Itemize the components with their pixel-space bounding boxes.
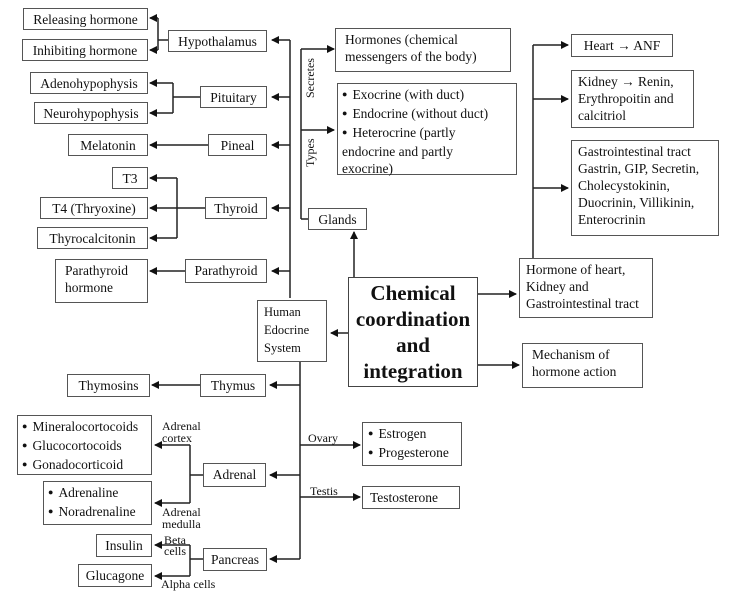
human-endocrine-box: Human Edocrine System xyxy=(257,300,327,362)
hormone-heart-kidney-git-label: Hormone of heart, Kidney and Gastrointes… xyxy=(526,262,639,311)
adrenal-medulla-item: Noradrenaline xyxy=(48,503,145,522)
adrenal-medulla-label: Adrenal medulla xyxy=(162,505,201,531)
melatonin-label: Melatonin xyxy=(80,138,136,153)
gland-type-item: Heterocrine (partly endocrine and partly… xyxy=(342,124,492,177)
human-endocrine-label: Human Edocrine System xyxy=(264,305,310,355)
gland-type-item: Endocrine (without duct) xyxy=(342,105,510,124)
ovary-product-item: Progesterone xyxy=(368,444,455,463)
ovary-products-box: Estrogen Progesterone xyxy=(362,422,462,466)
thymus-box: Thymus xyxy=(200,374,266,397)
mechanism-box: Mechanism of hormone action xyxy=(522,343,643,388)
adrenal-cortex-label: Adrenal cortex xyxy=(162,419,201,445)
ovary-label: Ovary xyxy=(308,431,338,445)
inhibiting-hormone-box: Inhibiting hormone xyxy=(22,39,148,61)
heart-anf-box: Heart → ANF xyxy=(571,34,673,57)
adrenal-label: Adrenal xyxy=(212,467,257,482)
adrenal-medulla-list: Adrenaline Noradrenaline xyxy=(48,484,145,522)
neurohypophysis-box: Neurohypophysis xyxy=(34,102,148,124)
main-title: Chemical coordination and integration xyxy=(355,281,471,383)
parathyroid-hormone-box: Parathyroid hormone xyxy=(55,259,148,303)
adenohypophysis-box: Adenohypophysis xyxy=(30,72,148,94)
testosterone-box: Testosterone xyxy=(362,486,460,509)
adrenal-medulla-products-box: Adrenaline Noradrenaline xyxy=(43,481,152,525)
parathyroid-box: Parathyroid xyxy=(185,259,267,283)
glucagone-label: Glucagone xyxy=(85,568,145,583)
ovary-product-item: Estrogen xyxy=(368,425,455,444)
t4-label: T4 (Thryoxine) xyxy=(52,201,136,216)
thyroid-label: Thyroid xyxy=(214,201,258,216)
t4-box: T4 (Thryoxine) xyxy=(40,197,148,219)
testis-label: Testis xyxy=(310,484,338,498)
insulin-label: Insulin xyxy=(105,538,143,553)
adrenal-medulla-item: Adrenaline xyxy=(48,484,145,503)
hypothalamus-box: Hypothalamus xyxy=(168,30,267,52)
inhibiting-hormone-label: Inhibiting hormone xyxy=(32,43,138,58)
melatonin-box: Melatonin xyxy=(68,134,148,156)
kidney-label: Kidney → Renin, Erythropoitin and calcit… xyxy=(578,74,674,123)
git-label: Gastrointestinal tract Gastrin, GIP, Sec… xyxy=(578,144,700,227)
gland-types-list: Exocrine (with duct) Endocrine (without … xyxy=(342,86,510,177)
parathyroid-label: Parathyroid xyxy=(194,263,258,278)
pineal-label: Pineal xyxy=(220,138,255,153)
glands-box: Glands xyxy=(308,208,367,230)
thymosins-label: Thymosins xyxy=(78,378,139,393)
t3-box: T3 xyxy=(112,167,148,189)
adrenal-box: Adrenal xyxy=(203,463,266,487)
secretes-label: Secretes xyxy=(303,58,317,98)
adenohypophysis-label: Adenohypophysis xyxy=(40,76,138,91)
adrenal-cortex-item: Gonadocorticoid xyxy=(22,456,145,475)
pituitary-box: Pituitary xyxy=(200,86,267,108)
parathyroid-hormone-label: Parathyroid hormone xyxy=(65,263,128,295)
thyrocalcitonin-box: Thyrocalcitonin xyxy=(37,227,148,249)
adrenal-cortex-products-box: Mineralocortocoids Glucocortocoids Gonad… xyxy=(17,415,152,475)
gland-types-box: Exocrine (with duct) Endocrine (without … xyxy=(337,83,517,177)
glucagone-box: Glucagone xyxy=(78,564,152,587)
heart-anf-label: Heart → ANF xyxy=(583,38,661,53)
testosterone-label: Testosterone xyxy=(370,490,439,505)
types-label: Types xyxy=(303,138,317,168)
adrenal-cortex-item: Glucocortocoids xyxy=(22,437,145,456)
thymosins-box: Thymosins xyxy=(67,374,150,397)
neurohypophysis-label: Neurohypophysis xyxy=(43,106,139,121)
beta-cells-label: Beta cells xyxy=(164,533,186,558)
pancreas-box: Pancreas xyxy=(203,548,267,571)
pituitary-label: Pituitary xyxy=(210,90,257,105)
gland-type-item: Exocrine (with duct) xyxy=(342,86,510,105)
mechanism-label: Mechanism of hormone action xyxy=(532,347,617,379)
thyrocalcitonin-label: Thyrocalcitonin xyxy=(49,231,136,246)
insulin-box: Insulin xyxy=(96,534,152,557)
chemical-coordination-box: Chemical coordination and integration xyxy=(348,277,478,387)
adrenal-cortex-list: Mineralocortocoids Glucocortocoids Gonad… xyxy=(22,418,145,475)
hormones-box: Hormones (chemical messengers of the bod… xyxy=(335,28,511,72)
git-box: Gastrointestinal tract Gastrin, GIP, Sec… xyxy=(571,140,719,236)
hormones-label: Hormones (chemical messengers of the bod… xyxy=(345,32,477,64)
releasing-hormone-box: Releasing hormone xyxy=(23,8,148,30)
glands-label: Glands xyxy=(318,212,357,227)
alpha-cells-label: Alpha cells xyxy=(161,577,216,591)
adrenal-cortex-item: Mineralocortocoids xyxy=(22,418,145,437)
thyroid-box: Thyroid xyxy=(205,197,267,219)
releasing-hormone-label: Releasing hormone xyxy=(33,12,138,27)
kidney-box: Kidney → Renin, Erythropoitin and calcit… xyxy=(571,70,694,128)
ovary-products-list: Estrogen Progesterone xyxy=(368,425,455,463)
hypothalamus-label: Hypothalamus xyxy=(178,34,257,49)
hormone-heart-kidney-git-box: Hormone of heart, Kidney and Gastrointes… xyxy=(519,258,653,318)
pancreas-label: Pancreas xyxy=(211,552,259,567)
t3-label: T3 xyxy=(122,171,138,186)
thymus-label: Thymus xyxy=(210,378,256,393)
pineal-box: Pineal xyxy=(208,134,267,156)
